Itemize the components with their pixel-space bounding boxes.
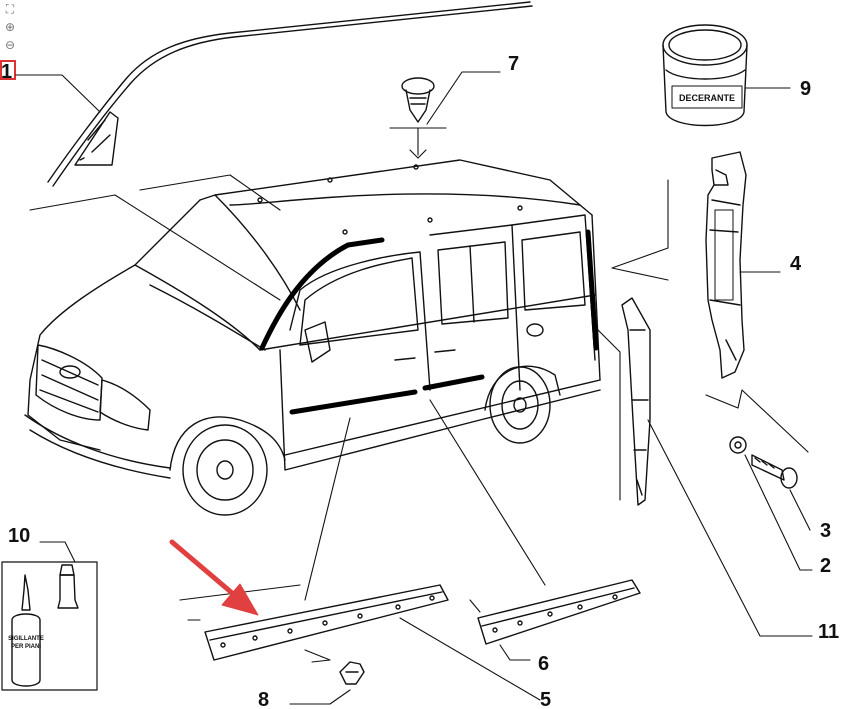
callout-2: 2 <box>820 555 831 577</box>
part-7-clip[interactable] <box>401 77 435 123</box>
leader-lines <box>15 71 813 705</box>
callout-6: 6 <box>538 653 549 675</box>
part-8-clip[interactable] <box>339 661 365 685</box>
part-5-front-door-molding[interactable] <box>204 584 449 661</box>
vehicle-outline <box>24 159 601 516</box>
callout-11: 11 <box>818 621 839 643</box>
callout-9: 9 <box>800 78 811 100</box>
fit-page-icon[interactable]: ⛶ <box>5 2 15 16</box>
bottle-label-line2: PER PIANI <box>11 644 41 650</box>
callout-10: 10 <box>8 525 30 547</box>
callout-3: 3 <box>820 520 831 542</box>
zoom-out-icon[interactable]: ⊖ <box>4 38 16 52</box>
part-9-jar[interactable] <box>662 24 748 127</box>
jar-label: DECERANTE <box>679 93 735 103</box>
selected-part-highlight <box>0 60 16 80</box>
callout-1: 1 <box>1 61 12 83</box>
bottle-label-line1: SIGILLANTE <box>8 636 44 642</box>
part-3-bolt[interactable] <box>751 454 798 489</box>
vehicle-installed-moldings <box>259 229 599 415</box>
part-11-pillar-strip[interactable] <box>621 297 651 506</box>
callout-8: 8 <box>258 689 269 709</box>
part-2-washer[interactable] <box>729 436 747 454</box>
callout-4: 4 <box>790 253 802 275</box>
zoom-in-icon[interactable]: ⊕ <box>4 20 16 34</box>
callout-7: 7 <box>508 53 519 75</box>
part-6-rear-door-molding[interactable] <box>477 579 641 645</box>
callout-5: 5 <box>540 689 551 709</box>
part-4-pillar-trim[interactable] <box>705 151 747 379</box>
part-1-roof-molding[interactable] <box>47 1 533 187</box>
part-10-sealant[interactable] <box>1 561 98 691</box>
highlight-arrow <box>169 539 259 616</box>
